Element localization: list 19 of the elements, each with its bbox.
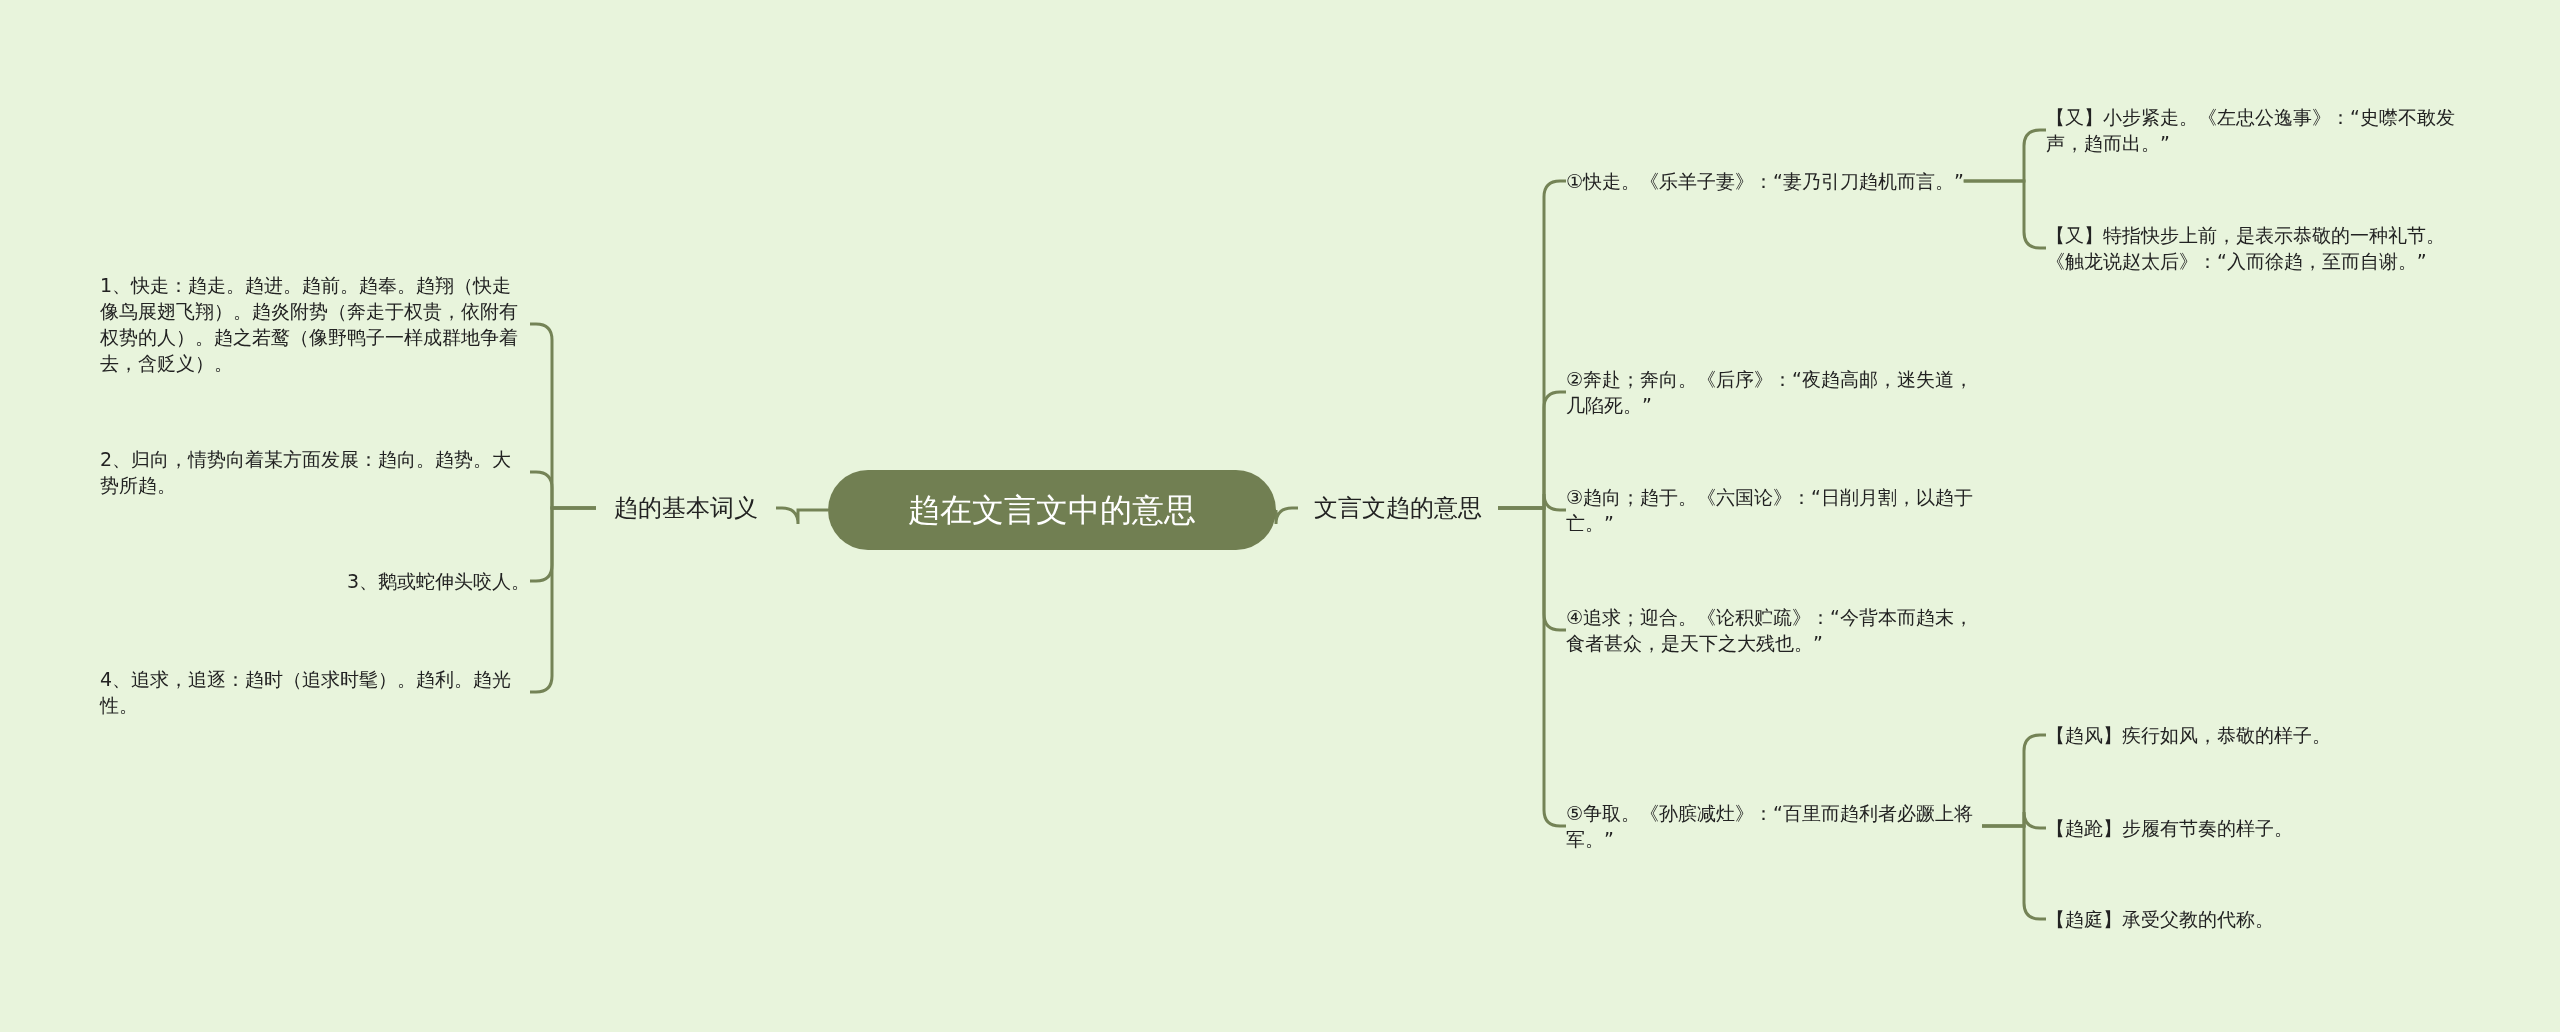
topic-text: 【趋庭】承受父教的代称。 bbox=[2046, 906, 2274, 932]
topic-text: ③趋向；趋于。《六国论》：“日削月割，以趋于亡。” bbox=[1566, 484, 1982, 536]
topic-text: 3、鹅或蛇伸头咬人。 bbox=[346, 568, 530, 594]
topic-text: 4、追求，追逐：趋时（追求时髦）。趋利。趋光性。 bbox=[100, 666, 530, 718]
central-topic: 趋在文言文中的意思 bbox=[828, 470, 1276, 550]
branch-topic: 趋的基本词义 bbox=[596, 492, 776, 524]
topic-text: 【趋跄】步履有节奏的样子。 bbox=[2046, 815, 2293, 841]
topic-text: 【又】特指快步上前，是表示恭敬的一种礼节。《触龙说赵太后》：“入而徐趋，至而自谢。” bbox=[2046, 222, 2466, 274]
topic-text: 【趋风】疾行如风，恭敬的样子。 bbox=[2046, 722, 2331, 748]
branch-topic: 文言文趋的意思 bbox=[1298, 492, 1498, 524]
topic-text: 1、快走：趋走。趋进。趋前。趋奉。趋翔（快走像鸟展翅飞翔）。趋炎附势（奔走于权贵，依附有权势的人）。趋之若鹜（像野鸭子一样成群地争着去，含贬义）。 bbox=[100, 272, 530, 376]
connector-line bbox=[1274, 506, 1298, 526]
topic-text: 【又】小步紧走。《左忠公逸事》：“史噤不敢发声，趋而出。” bbox=[2046, 104, 2466, 156]
topic-text: ④追求；迎合。《论积贮疏》：“今背本而趋末，食者甚众，是天下之大残也。” bbox=[1566, 604, 1982, 656]
topic-text: ⑤争取。《孙膑减灶》：“百里而趋利者必蹶上将军。” bbox=[1566, 800, 1982, 852]
connector-line bbox=[776, 506, 828, 526]
topic-text: 2、归向，情势向着某方面发展：趋向。趋势。大势所趋。 bbox=[100, 446, 530, 498]
topic-text: ①快走。《乐羊子妻》：“妻乃引刀趋机而言。” bbox=[1566, 168, 1964, 194]
topic-text: ②奔赴；奔向。《后序》：“夜趋高邮，迷失道，几陷死。” bbox=[1566, 366, 1982, 418]
